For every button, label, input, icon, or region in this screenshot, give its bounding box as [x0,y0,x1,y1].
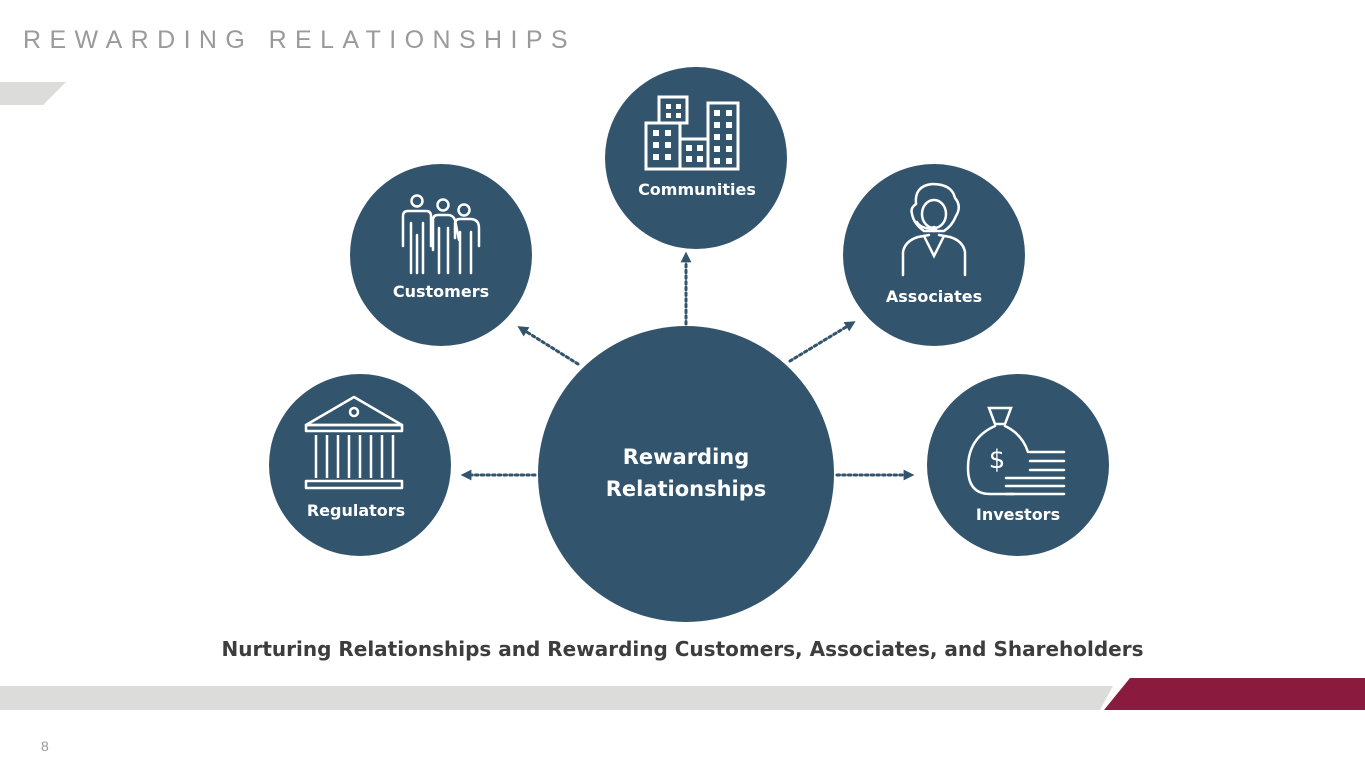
node-customers: Customers [350,164,532,346]
footer-maroon-band [1104,678,1365,710]
node-label-associates: Associates [886,287,982,306]
center-label-line1: Rewarding [623,445,750,469]
dollar-sign-icon: $ [989,445,1006,475]
node-associates: Associates [843,164,1025,346]
center-node: Rewarding Relationships [538,326,834,622]
bank-building-icon [304,395,404,490]
people-group-icon [401,194,481,275]
money-bag-icon [966,406,1066,496]
slide-tagline: Nurturing Relationships and Rewarding Cu… [221,637,1144,661]
connector-customers [517,326,580,366]
node-investors: $ Investors [927,374,1109,556]
buildings-icon [644,95,740,171]
footer-gray-band [0,686,1113,710]
node-label-investors: Investors [976,505,1060,524]
page-number: 8 [41,738,49,754]
center-label-line2: Relationships [606,477,767,501]
slide-title: REWARDING RELATIONSHIPS [23,26,576,54]
node-label-customers: Customers [393,282,489,301]
node-label-communities: Communities [638,180,756,199]
header-accent-tab [0,82,66,105]
node-regulators: Regulators [269,374,451,556]
headset-person-icon [901,182,967,277]
connector-associates [788,321,856,363]
node-communities: Communities [605,67,787,249]
node-label-regulators: Regulators [307,501,405,520]
